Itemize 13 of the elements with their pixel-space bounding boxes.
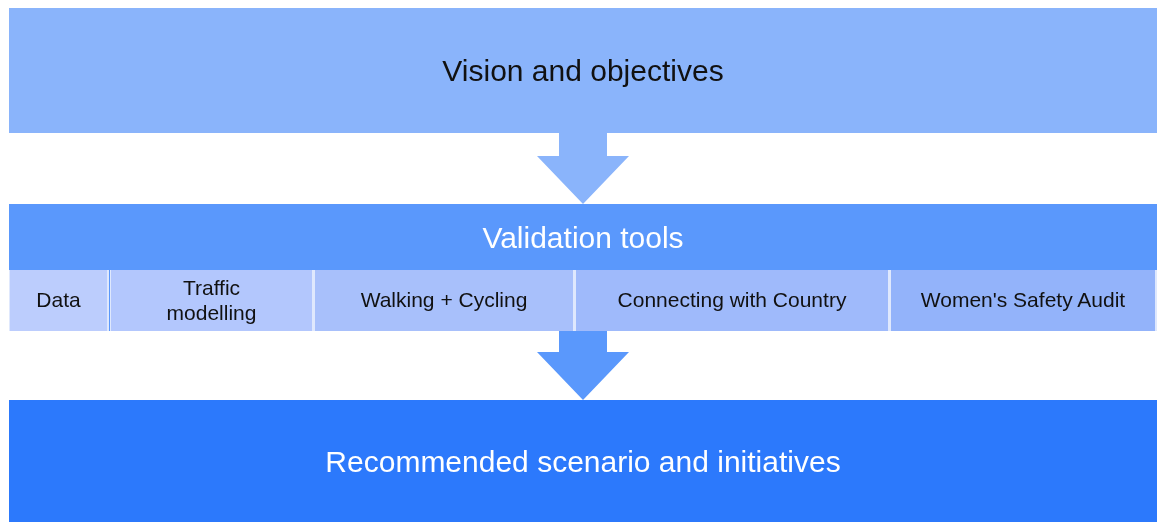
stage-title: Recommended scenario and initiatives [325,444,841,478]
block-arrow [537,331,629,400]
stage-box [9,8,1157,133]
stage-title: Validation tools [482,220,684,254]
stage-box [9,400,1157,522]
tool-box: Connecting with Country [575,270,890,331]
tool-box: Data [9,270,109,331]
tool-box: Traffic modelling [110,270,314,331]
stage-band [9,204,1157,331]
tool-box: Women's Safety Audit [890,270,1157,331]
stage-title: Vision and objectives [442,54,724,87]
tool-box: Walking + Cycling [314,270,575,331]
block-arrow [537,133,629,204]
